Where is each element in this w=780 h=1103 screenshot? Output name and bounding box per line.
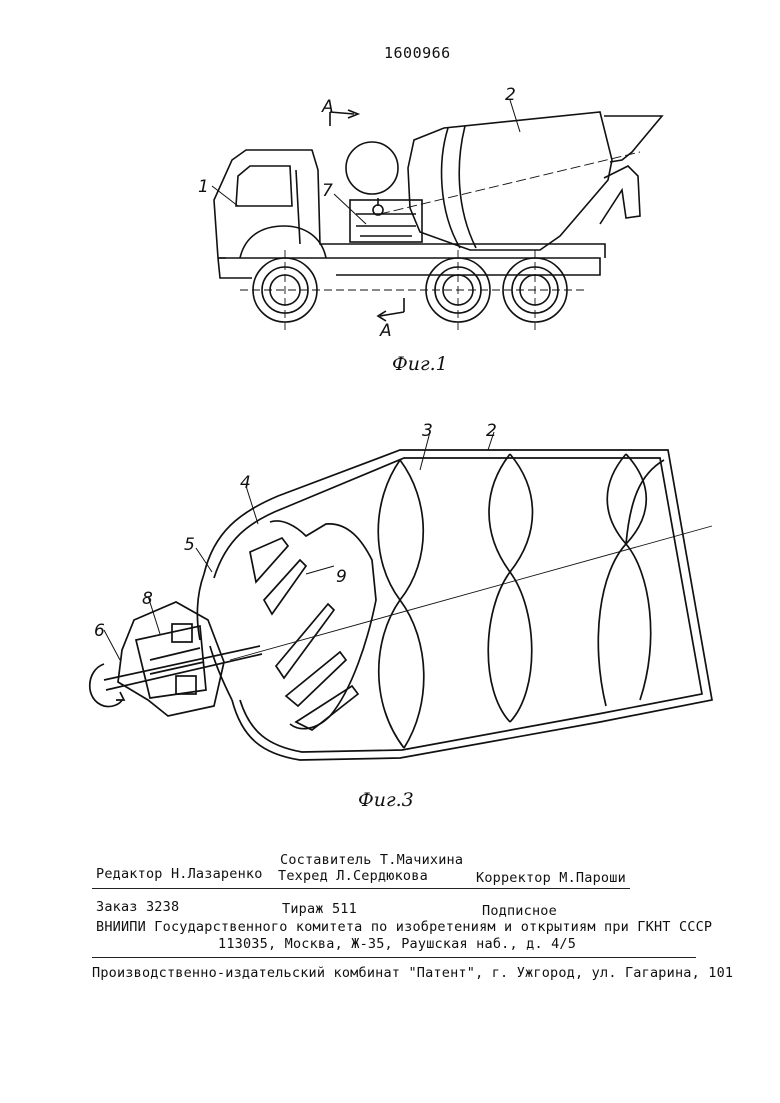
leader-6 [103,629,121,661]
water-tank [345,141,399,195]
colophon-address-line: 113035, Москва, Ж-35, Раушская наб., д. … [218,936,577,952]
rib-plates [249,536,360,732]
section-arrow-bottom [376,310,387,322]
colophon-order: Заказ 3238 [96,899,180,915]
ref-label-shaft: 6 [94,621,105,641]
patent-number: 1600966 [384,44,451,62]
colophon-editor: Редактор Н.Лазаренко [96,866,263,882]
discharge-chute [599,165,641,225]
section-line-bottom [379,298,405,317]
drum-inner-shell [213,457,703,753]
leader-4 [245,485,259,525]
leader-1 [211,185,239,207]
spiral-blade-4 [487,453,534,723]
ref-label-bottom: 5 [184,535,195,555]
rotation-arrow [88,663,123,708]
spiral-blade-6 [597,453,648,707]
pump-block [349,198,423,243]
colophon-org-line: ВНИИПИ Государственного комитета по изоб… [96,919,713,935]
section-line-top [329,111,355,126]
ref-label-cab: 1 [198,177,209,197]
ref-label-drive: 8 [142,589,153,609]
cab-door-line [295,169,301,245]
ref-label-drum-3: 2 [486,421,497,441]
section-mark-top: A [321,97,334,117]
drum-outer-shell [203,449,713,761]
wheel-axis-lines [240,250,585,332]
leader-9 [305,565,335,575]
colophon-rule-1 [92,888,630,889]
drum-bottom [196,573,233,701]
leader-3 [419,431,431,471]
truck-cab [213,149,345,259]
front-fender [239,225,327,259]
leader-5 [195,547,213,573]
ref-label-plates: 9 [336,567,347,587]
colophon-compiler: Составитель Т.Мачихина [280,852,464,868]
drum-axis [229,525,713,661]
ref-label-blade: 4 [240,473,251,493]
rotation-arrow-head [116,691,126,701]
chassis-rail [345,243,606,258]
ref-label-spiral: 3 [422,421,433,441]
leader-7 [333,193,367,225]
chassis-frame [217,257,601,279]
drum-band-2 [458,125,477,249]
figure-3-caption: Фиг.3 [358,789,414,811]
ref-label-tank: 7 [322,181,333,201]
ref-label-drum: 2 [505,85,516,105]
leader-8 [147,595,161,635]
mixer-drum [407,111,613,251]
loading-funnel [604,115,664,163]
drum-band [440,127,461,249]
section-mark-bottom: A [379,321,392,341]
colophon-subscription: Подписное [482,903,557,919]
drum-axis [379,151,641,215]
colophon-rule-2 [92,957,696,958]
colophon-publisher-line: Производственно-издательский комбинат "П… [92,965,734,981]
colophon-circulation: Тираж 511 [282,901,357,917]
leader-2b [487,431,495,451]
drive-unit [117,601,225,717]
colophon-corrector: Корректор М.Пароши [476,870,626,886]
figure-1-caption: Фиг.1 [392,353,448,375]
cab-window [235,165,293,207]
colophon-techred: Техред Л.Сердюкова [278,868,428,884]
leader-2 [509,99,521,133]
spiral-blade-2 [377,459,425,749]
drive-shaft [103,645,263,691]
spiral-blade-7 [625,459,665,545]
section-arrow-top [347,109,361,119]
